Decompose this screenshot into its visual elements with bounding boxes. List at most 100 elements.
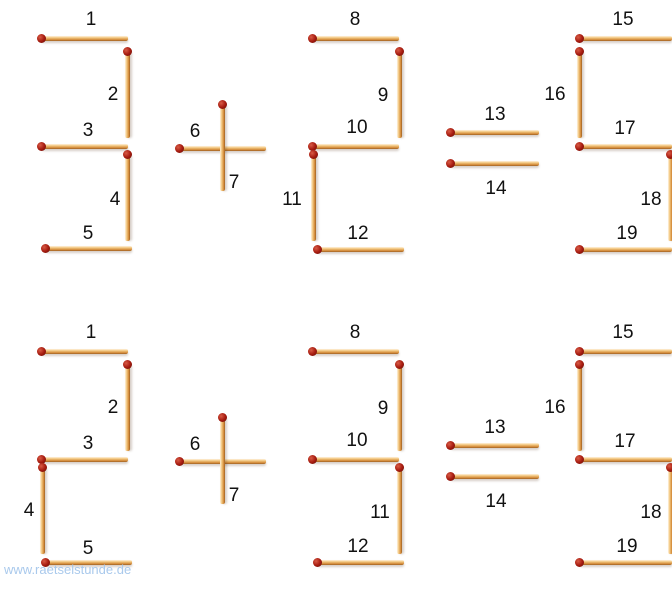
match-head-12 [313, 245, 322, 254]
match-number-6: 6 [180, 122, 210, 142]
match-10[interactable] [313, 144, 399, 149]
match-head-14 [446, 472, 455, 481]
match-16[interactable] [577, 365, 582, 451]
match-17[interactable] [580, 144, 672, 149]
match-number-11: 11 [365, 503, 395, 523]
match-head-1 [37, 347, 46, 356]
match-number-2: 2 [98, 398, 128, 418]
match-head-9 [395, 47, 404, 56]
match-number-2: 2 [98, 85, 128, 105]
match-1[interactable] [42, 36, 128, 41]
match-number-5: 5 [73, 539, 103, 559]
match-number-4: 4 [100, 190, 130, 210]
match-15[interactable] [580, 349, 672, 354]
match-head-10 [308, 455, 317, 464]
match-number-3: 3 [73, 434, 103, 454]
match-14[interactable] [451, 474, 539, 479]
match-17[interactable] [580, 457, 672, 462]
match-number-13: 13 [480, 418, 510, 438]
match-number-3: 3 [73, 121, 103, 141]
match-head-11 [395, 463, 404, 472]
match-head-6 [175, 457, 184, 466]
match-number-18: 18 [636, 503, 666, 523]
match-19[interactable] [580, 247, 672, 252]
match-number-12: 12 [343, 537, 373, 557]
match-number-6: 6 [180, 435, 210, 455]
match-number-18: 18 [636, 190, 666, 210]
match-16[interactable] [577, 52, 582, 138]
match-head-7 [218, 413, 227, 422]
match-head-3 [37, 142, 46, 151]
match-12[interactable] [318, 560, 404, 565]
match-head-18 [666, 150, 672, 159]
match-number-12: 12 [343, 224, 373, 244]
match-8[interactable] [313, 36, 399, 41]
match-number-10: 10 [342, 118, 372, 138]
match-head-4 [123, 150, 132, 159]
match-number-14: 14 [481, 492, 511, 512]
match-number-4: 4 [14, 501, 44, 521]
match-head-7 [218, 100, 227, 109]
match-head-8 [308, 34, 317, 43]
match-head-14 [446, 159, 455, 168]
match-head-18 [666, 463, 672, 472]
match-15[interactable] [580, 36, 672, 41]
match-head-2 [123, 360, 132, 369]
match-number-5: 5 [73, 224, 103, 244]
match-number-7: 7 [219, 173, 249, 193]
match-head-19 [575, 245, 584, 254]
match-18[interactable] [668, 155, 672, 241]
match-18[interactable] [668, 468, 672, 554]
match-number-9: 9 [368, 86, 398, 106]
match-11[interactable] [311, 155, 316, 241]
match-head-15 [575, 347, 584, 356]
match-number-15: 15 [608, 10, 638, 30]
match-3[interactable] [42, 144, 128, 149]
match-number-17: 17 [610, 119, 640, 139]
match-number-16: 16 [540, 398, 570, 418]
match-number-10: 10 [342, 431, 372, 451]
match-head-16 [575, 360, 584, 369]
match-head-12 [313, 558, 322, 567]
match-13[interactable] [451, 443, 539, 448]
match-number-9: 9 [368, 399, 398, 419]
match-number-8: 8 [340, 323, 370, 343]
match-5[interactable] [46, 246, 132, 251]
match-number-1: 1 [76, 323, 106, 343]
match-number-15: 15 [608, 323, 638, 343]
match-head-4 [38, 463, 47, 472]
match-1[interactable] [42, 349, 128, 354]
match-head-17 [575, 455, 584, 464]
match-head-8 [308, 347, 317, 356]
match-12[interactable] [318, 247, 404, 252]
match-8[interactable] [313, 349, 399, 354]
match-head-6 [175, 144, 184, 153]
match-head-13 [446, 128, 455, 137]
match-number-16: 16 [540, 85, 570, 105]
match-3[interactable] [42, 457, 128, 462]
puzzle-top: 12345678910111213141516171819 [0, 0, 672, 290]
match-number-19: 19 [612, 537, 642, 557]
match-head-11 [309, 150, 318, 159]
match-head-9 [395, 360, 404, 369]
match-10[interactable] [313, 457, 399, 462]
match-head-5 [41, 244, 50, 253]
match-number-13: 13 [480, 105, 510, 125]
match-head-2 [123, 47, 132, 56]
match-number-19: 19 [612, 224, 642, 244]
match-head-19 [575, 558, 584, 567]
match-head-13 [446, 441, 455, 450]
match-13[interactable] [451, 130, 539, 135]
match-head-1 [37, 34, 46, 43]
match-11[interactable] [397, 468, 402, 554]
match-19[interactable] [580, 560, 672, 565]
match-head-16 [575, 47, 584, 56]
match-number-1: 1 [76, 10, 106, 30]
match-number-14: 14 [481, 179, 511, 199]
match-number-7: 7 [219, 486, 249, 506]
match-14[interactable] [451, 161, 539, 166]
match-head-17 [575, 142, 584, 151]
match-number-11: 11 [277, 190, 307, 210]
match-number-17: 17 [610, 432, 640, 452]
